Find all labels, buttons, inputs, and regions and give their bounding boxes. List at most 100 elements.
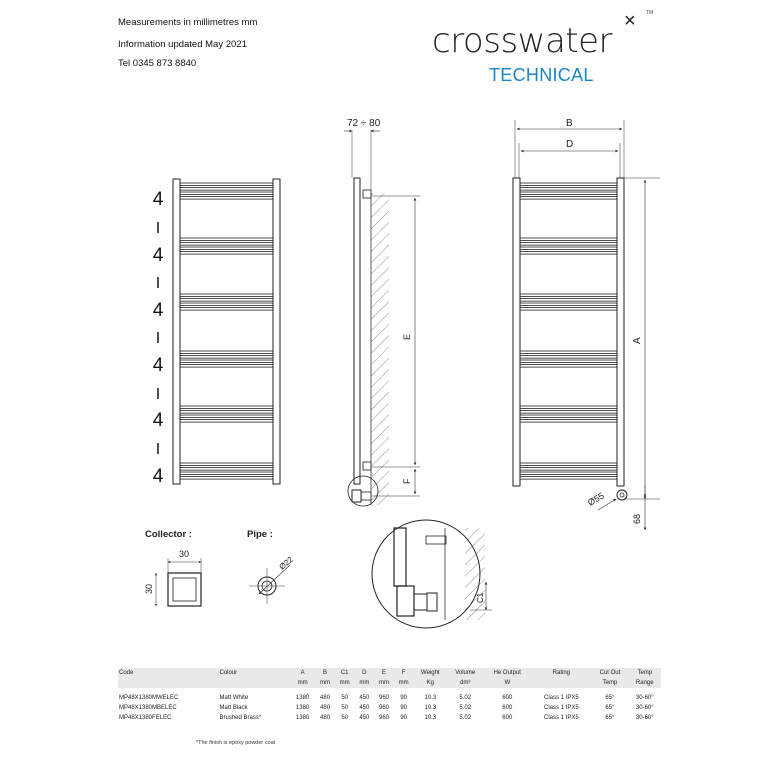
front-view-bars [179,182,274,480]
logo-x-icon: × [624,10,636,32]
table-cell [118,678,219,688]
rail-bar [519,359,618,363]
brand-technical: TECHNICAL [489,65,594,85]
table-cell: dm³ [447,678,484,688]
table-cell: 50 [341,715,349,721]
table-cell: 600 [502,695,513,701]
table-cell: Volume [447,668,484,678]
table-cell: Weight [413,668,448,678]
rail-bar [519,355,618,359]
table-cell: 480 [320,695,331,701]
dim-dia55-label: Ø55 [586,491,606,508]
spacing-gap-label: I [156,220,160,237]
rail-bar [179,405,274,409]
rail-bar [519,302,618,306]
rail-bar [179,293,274,297]
rail-bar [519,187,618,191]
table-cell: Colour [218,668,291,678]
table-cell: C1 [334,668,355,678]
rail-bar [179,187,274,191]
table-cell: B [315,668,335,678]
table-cell: 1380 [295,715,310,721]
rail-bar [179,467,274,471]
spacing-gap-label: I [156,441,160,458]
rail-bar [519,191,618,195]
table-cell: 450 [359,695,370,701]
table-cell: Range [628,678,661,688]
table-cell: Matt White [219,695,249,701]
spacing-gap-label: I [156,386,160,403]
table-cell: 1380 [295,705,310,711]
table-cell: 65° [605,705,615,711]
rail-bar [519,242,618,246]
spacing-count-label: 4 [153,189,164,210]
table-cell: 1380 [295,695,310,701]
table-cell: 50 [341,705,349,711]
rail-bar [519,307,618,311]
table-cell: mm [334,678,355,688]
pipe-diagram [249,564,291,604]
table-cell: 10.3 [424,715,437,721]
table-cell: 600 [502,705,513,711]
collector-title: Collector : [145,529,192,540]
pipe-diameter-label: Ø22 [278,555,296,572]
rail-bar [179,410,274,414]
rail-bar [179,419,274,423]
rail-bar [519,462,618,466]
logo-tm-icon: TM [646,10,654,16]
table-cell: Rating [531,668,592,678]
table-cell: 480 [320,705,331,711]
table-cell: mm [374,678,394,688]
rail-bar [519,471,618,475]
table-cell: 480 [320,715,331,721]
table-cell: D [354,668,375,678]
table-cell [531,678,592,688]
table-cell: Code [118,668,219,678]
rail-bar [179,191,274,195]
dim-F-label: F [402,478,412,484]
table-cell: Temp [591,678,629,688]
table-cell: 600 [502,715,513,721]
table-cell: A [290,668,316,678]
table-cell: 450 [359,715,370,721]
table-cell: Class 1 IPX5 [544,705,579,711]
rail-bar [519,182,618,186]
back-view-bars [519,182,618,480]
table-cell: mm [315,678,335,688]
table-cell: mm [290,678,316,688]
rail-bar [519,467,618,471]
spacing-count-label: 4 [153,300,164,321]
table-cell: 30-60° [635,695,654,701]
collector-width-label: 30 [179,549,189,559]
rail-bar [519,414,618,418]
table-cell: 960 [379,705,390,711]
rail-bar [519,196,618,200]
table-cell: Temp [628,668,661,678]
rail-bar [519,476,618,480]
rail-bar [179,462,274,466]
rail-bar [519,364,618,368]
table-cell: Cut Out [591,668,629,678]
rail-bar [179,298,274,302]
table-cell: MP48X1380MBELEC [119,705,177,711]
side-view [344,129,420,507]
table-cell: 90 [400,695,407,701]
rail-bar [179,302,274,306]
table-cell: 10.3 [424,705,437,711]
rail-bar [179,307,274,311]
detail-C1-label: C1 [476,592,485,603]
table-cell: F [393,668,414,678]
rail-bar [179,355,274,359]
header-measurements: Measurements in millimetres mm [118,17,258,28]
pipe-title: Pipe : [247,529,273,540]
table-cell: mm [393,678,414,688]
table-cell: mm [354,678,375,688]
rail-bar [179,182,274,186]
rail-bar [179,242,274,246]
table-cell: E [374,668,394,678]
